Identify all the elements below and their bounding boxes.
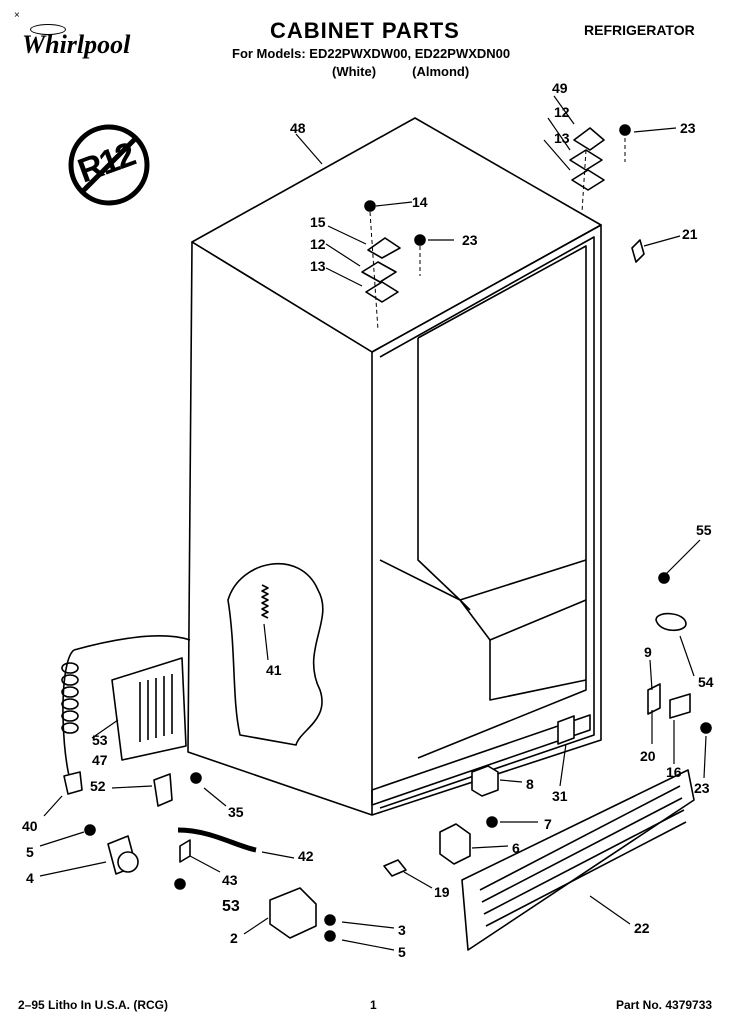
part-label-23: 23 xyxy=(694,780,710,796)
part-label-48: 48 xyxy=(290,120,306,136)
footer-litho: 2–95 Litho In U.S.A. (RCG) xyxy=(18,998,169,1012)
colors-line: (White) (Almond) xyxy=(332,64,470,79)
part-label-54: 54 xyxy=(698,674,714,690)
part-label-5: 5 xyxy=(26,844,34,860)
part-label-55: 55 xyxy=(696,522,712,538)
part-label-42: 42 xyxy=(298,848,314,864)
part-label-2: 2 xyxy=(230,930,238,946)
part-label-53: 53 xyxy=(222,898,240,915)
part-label-12: 12 xyxy=(554,104,570,120)
part-label-21: 21 xyxy=(682,226,698,242)
product-category: REFRIGERATOR xyxy=(584,22,695,38)
part-label-40: 40 xyxy=(22,818,38,834)
part-label-22: 22 xyxy=(634,920,650,936)
part-label-31: 31 xyxy=(552,788,568,804)
part-label-49: 49 xyxy=(552,80,568,96)
brand-name: Whirlpool xyxy=(22,30,131,59)
r12-badge-circle-icon xyxy=(68,124,150,206)
part-label-41: 41 xyxy=(266,662,282,678)
part-label-19: 19 xyxy=(434,884,450,900)
part-label-20: 20 xyxy=(640,748,656,764)
corner-mark: × xyxy=(14,10,20,21)
part-label-8: 8 xyxy=(526,776,534,792)
part-label-52: 52 xyxy=(90,778,106,794)
part-label-14: 14 xyxy=(412,194,428,210)
brand-logo: Whirlpool xyxy=(22,24,152,68)
side-cutaway xyxy=(227,562,324,746)
page-title: CABINET PARTS xyxy=(270,18,460,43)
part-label-23: 23 xyxy=(462,232,478,248)
footer-page-number: 1 xyxy=(370,998,377,1012)
part-label-13: 13 xyxy=(310,258,326,274)
part-label-5: 5 xyxy=(398,944,406,960)
part-label-6: 6 xyxy=(512,840,520,856)
models-line: For Models: ED22PWXDW00, ED22PWXDN00 xyxy=(232,46,511,61)
part-label-15: 15 xyxy=(310,214,326,230)
part-label-7: 7 xyxy=(544,816,552,832)
part-label-13: 13 xyxy=(554,130,570,146)
r12-badge: R12 xyxy=(66,122,152,208)
part-label-3: 3 xyxy=(398,922,406,938)
part-label-47: 47 xyxy=(92,752,108,768)
part-label-43: 43 xyxy=(222,872,238,888)
part-label-53: 53 xyxy=(92,732,108,748)
grille xyxy=(461,769,695,951)
footer-part-number: Part No. 4379733 xyxy=(616,998,713,1012)
part-label-9: 9 xyxy=(644,644,652,660)
part-label-23: 23 xyxy=(680,120,696,136)
part-label-16: 16 xyxy=(666,764,682,780)
part-label-35: 35 xyxy=(228,804,244,820)
part-label-12: 12 xyxy=(310,236,326,252)
part-label-4: 4 xyxy=(26,870,34,886)
